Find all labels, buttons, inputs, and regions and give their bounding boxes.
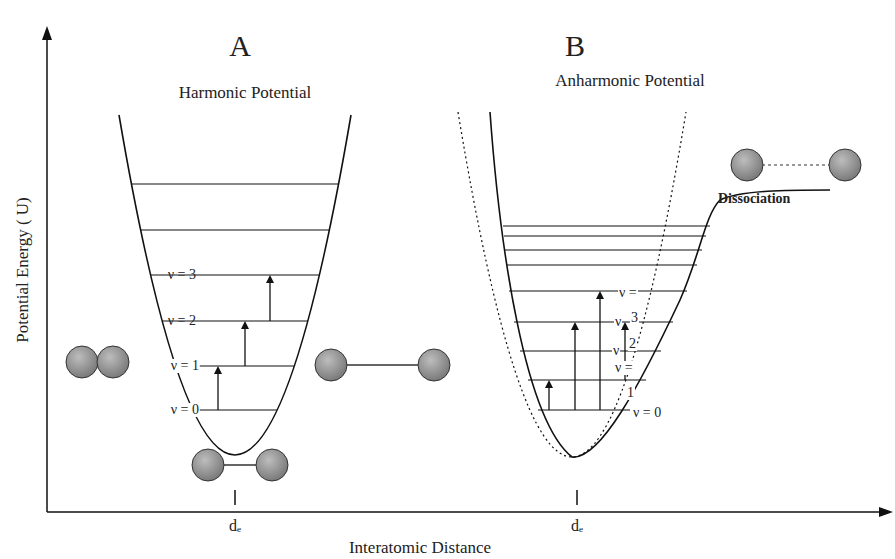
level-label: ν [614,315,622,329]
molecule [315,349,450,381]
panel-title: Anharmonic Potential [555,72,705,89]
level-label: 2 [628,337,637,351]
level-label: ν = 3 [168,268,196,282]
harmonic-levels [132,184,338,410]
axes [42,26,893,517]
harmonic-curve [119,115,351,455]
molecule [192,449,288,481]
molecule [731,149,861,181]
level-label: 1 [626,386,635,400]
distance-label: dₑ [571,518,583,534]
level-label: ν = 0 [170,403,200,417]
level-label: ν [612,344,620,358]
panel-letter: B [565,31,585,61]
transition-arrows [218,279,270,410]
anharmonic-levels [503,226,710,410]
level-label: ν = 0 [632,406,662,420]
transition-arrows [549,295,625,410]
harmonic-reference-curve [458,112,686,457]
axis-title: Potential Energy ( U) [14,197,31,343]
panel-letter: A [229,31,251,61]
dissociation-label: Dissociation [718,192,790,206]
axis-title: Interatomic Distance [349,539,491,556]
level-label: 3 [630,311,639,325]
level-label: ν = 2 [168,314,196,328]
level-label: ν = 1 [170,359,200,373]
distance-label: dₑ [229,518,241,534]
level-label: ν = [618,286,638,300]
molecule [66,346,129,378]
morse-curve [490,112,830,457]
panel-title: Harmonic Potential [179,84,312,101]
level-label: ν = [614,361,634,375]
